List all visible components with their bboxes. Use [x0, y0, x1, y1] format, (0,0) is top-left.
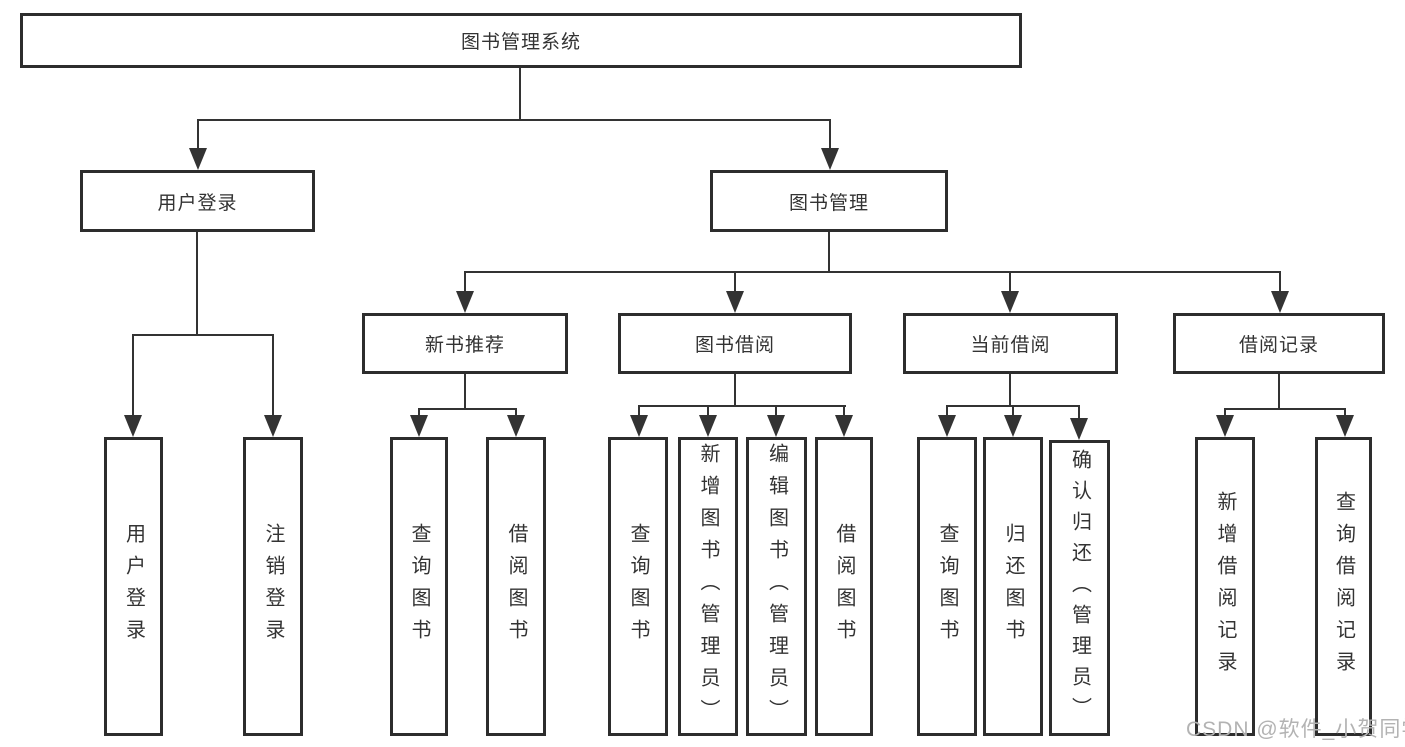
node-root-label: 图书管理系统: [460, 32, 581, 53]
connector-newbook-bar: [418, 408, 517, 410]
connector-bookborrow-bar: [638, 405, 846, 407]
leaf-user-login-label: 用户登录: [122, 522, 145, 651]
connector-l2-stub-2: [734, 271, 736, 294]
leaf-borrow-books-recommend: 借阅图书: [486, 437, 546, 736]
connector-l1-left-stub: [197, 119, 199, 152]
arrowhead-leaf-query-borrow-record: [1336, 415, 1354, 437]
connector-currentborrow-stub-3: [1078, 405, 1080, 421]
arrowhead-leaf-edit-book-admin: [767, 415, 785, 437]
arrowhead-leaf-user-login: [124, 415, 142, 437]
connector-userlogin-stub-1: [132, 334, 134, 418]
arrowhead-current-borrow: [1001, 291, 1019, 313]
leaf-logout-label: 注销登录: [262, 522, 284, 651]
arrowhead-leaf-return-book: [1004, 415, 1022, 437]
connector-bookborrow-stub-3: [775, 405, 777, 419]
arrowhead-user-login: [189, 148, 207, 170]
csdn-watermark: CSDN @软件_小贺同学: [1186, 718, 1405, 741]
connector-currentborrow-stub-2: [1012, 405, 1014, 419]
node-current-borrow-label: 当前借阅: [970, 335, 1051, 356]
leaf-query-borrow-record: 查询借阅记录: [1315, 437, 1372, 736]
connector-l2-stub-4: [1279, 271, 1281, 294]
leaf-add-book-admin: 新增图书（管理员）: [678, 437, 738, 736]
connector-bookmgmt-down: [828, 232, 830, 273]
node-book-management: 图书管理: [710, 170, 948, 232]
connector-records-bar: [1224, 408, 1346, 410]
node-book-borrow: 图书借阅: [618, 313, 852, 374]
arrowhead-borrow-records: [1271, 291, 1289, 313]
leaf-add-borrow-record-label: 新增借阅记录: [1214, 490, 1236, 683]
arrowhead-book-borrow: [726, 291, 744, 313]
connector-l2-stub-3: [1009, 271, 1011, 294]
arrowhead-leaf-query-books-recommend: [410, 415, 428, 437]
leaf-return-book-label: 归还图书: [1002, 522, 1024, 651]
connector-currentborrow-stub-1: [946, 405, 948, 419]
leaf-user-login: 用户登录: [104, 437, 163, 736]
connector-l1-bar: [197, 119, 831, 121]
connector-bookborrow-stub-4: [843, 405, 845, 419]
connector-userlogin-stub-2: [272, 334, 274, 418]
connector-newbook-stub-1: [418, 408, 420, 420]
node-book-management-label: 图书管理: [788, 192, 869, 214]
connector-userlogin-bar: [132, 334, 274, 336]
connector-userlogin-down: [196, 232, 198, 336]
leaf-query-books-recommend-label: 查询图书: [408, 522, 430, 651]
connector-records-stub-2: [1344, 408, 1346, 420]
connector-records-down: [1278, 373, 1280, 410]
node-current-borrow: 当前借阅: [903, 313, 1118, 374]
arrowhead-leaf-add-book-admin: [699, 415, 717, 437]
node-borrow-records: 借阅记录: [1173, 313, 1385, 374]
arrowhead-leaf-logout: [264, 415, 282, 437]
arrowhead-new-book-recommend: [456, 291, 474, 313]
leaf-query-books-borrow-label: 查询图书: [627, 522, 649, 651]
leaf-confirm-return-admin-label: 确认归还（管理员）: [1068, 448, 1091, 728]
node-new-book-recommend: 新书推荐: [362, 313, 568, 374]
leaf-logout: 注销登录: [243, 437, 303, 736]
connector-newbook-stub-2: [515, 408, 517, 420]
leaf-return-book: 归还图书: [983, 437, 1043, 736]
connector-root-down: [519, 68, 521, 121]
leaf-borrow-books-recommend-label: 借阅图书: [505, 522, 527, 651]
leaf-add-borrow-record: 新增借阅记录: [1195, 437, 1255, 736]
node-book-borrow-label: 图书借阅: [694, 335, 775, 356]
connector-currentborrow-down: [1009, 373, 1011, 407]
arrowhead-leaf-query-books-borrow: [630, 415, 648, 437]
node-root: 图书管理系统: [20, 13, 1022, 68]
connector-l2-bar: [464, 271, 1281, 273]
arrowhead-book-management: [821, 148, 839, 170]
connector-records-stub-1: [1224, 408, 1226, 420]
leaf-query-books-recommend: 查询图书: [390, 437, 448, 736]
arrowhead-leaf-borrow-books-2: [835, 415, 853, 437]
arrowhead-leaf-borrow-books-recommend: [507, 415, 525, 437]
arrowhead-leaf-confirm-return-admin: [1070, 418, 1088, 440]
leaf-edit-book-admin: 编辑图书（管理员）: [746, 437, 807, 736]
leaf-edit-book-admin-label: 编辑图书（管理员）: [765, 442, 788, 731]
leaf-borrow-books-2: 借阅图书: [815, 437, 873, 736]
node-user-login-label: 用户登录: [157, 192, 238, 214]
connector-bookborrow-down: [734, 373, 736, 407]
leaf-add-book-admin-label: 新增图书（管理员）: [697, 442, 719, 731]
arrowhead-leaf-query-books-current: [938, 415, 956, 437]
node-borrow-records-label: 借阅记录: [1238, 335, 1319, 356]
node-user-login: 用户登录: [80, 170, 315, 232]
leaf-query-books-current-label: 查询图书: [936, 522, 958, 651]
leaf-query-books-borrow: 查询图书: [608, 437, 668, 736]
connector-bookborrow-stub-1: [638, 405, 640, 419]
leaf-confirm-return-admin: 确认归还（管理员）: [1049, 440, 1110, 736]
connector-newbook-down: [464, 373, 466, 410]
leaf-query-books-current: 查询图书: [917, 437, 977, 736]
connector-l2-stub-1: [464, 271, 466, 294]
leaf-borrow-books-2-label: 借阅图书: [833, 522, 855, 651]
connector-bookborrow-stub-2: [707, 405, 709, 419]
arrowhead-leaf-add-borrow-record: [1216, 415, 1234, 437]
node-new-book-recommend-label: 新书推荐: [424, 335, 505, 356]
leaf-query-borrow-record-label: 查询借阅记录: [1332, 490, 1355, 683]
connector-l1-right-stub: [829, 119, 831, 152]
